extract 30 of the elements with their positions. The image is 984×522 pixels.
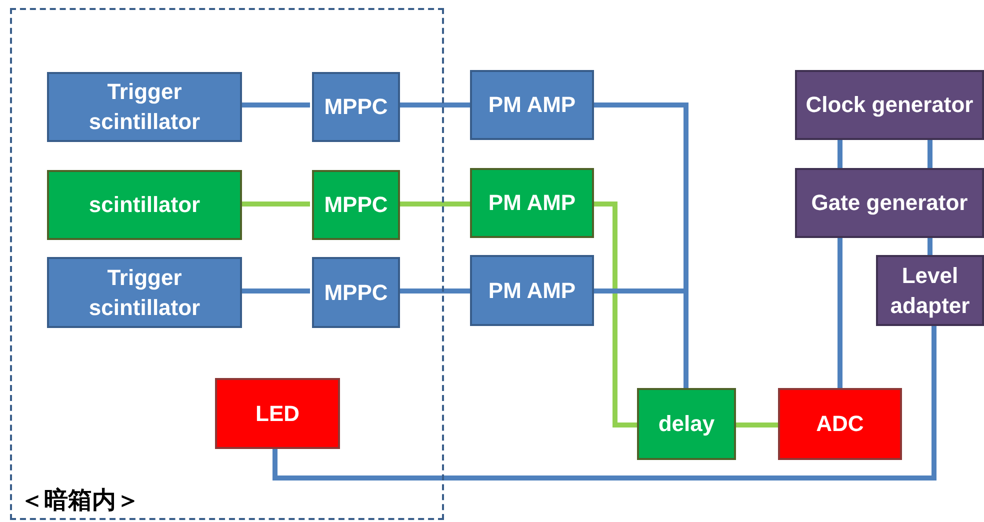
process-box: PM AMP bbox=[470, 70, 594, 140]
process-box: scintillator bbox=[47, 170, 242, 240]
connector-line bbox=[398, 288, 470, 294]
process-box: Gate generator bbox=[795, 168, 984, 238]
process-box: Clock generator bbox=[795, 70, 984, 140]
process-box: PM AMP bbox=[470, 168, 594, 238]
connector-line bbox=[240, 202, 310, 206]
connector-line bbox=[928, 140, 932, 168]
process-box: delay bbox=[637, 388, 736, 460]
connector-line bbox=[736, 422, 778, 428]
process-box: Trigger scintillator bbox=[47, 72, 242, 142]
process-box: PM AMP bbox=[470, 255, 594, 326]
process-box: LED bbox=[215, 378, 340, 449]
connector-line bbox=[928, 238, 932, 255]
connector-line bbox=[838, 238, 842, 388]
process-box: MPPC bbox=[312, 170, 400, 240]
connector-line bbox=[838, 140, 842, 168]
process-box: Trigger scintillator bbox=[47, 257, 242, 328]
group-title: ＜暗箱内＞ bbox=[20, 488, 140, 512]
connector-line bbox=[594, 202, 637, 428]
process-box: MPPC bbox=[312, 72, 400, 142]
connector-line bbox=[240, 102, 310, 108]
process-box: ADC bbox=[778, 388, 902, 460]
dashed-group-frame bbox=[10, 8, 444, 520]
connector-line bbox=[398, 102, 470, 108]
process-box: Level adapter bbox=[876, 255, 984, 326]
connector-line bbox=[398, 202, 470, 206]
connector-line bbox=[240, 288, 310, 294]
connector-line bbox=[272, 326, 936, 480]
process-box: MPPC bbox=[312, 257, 400, 328]
